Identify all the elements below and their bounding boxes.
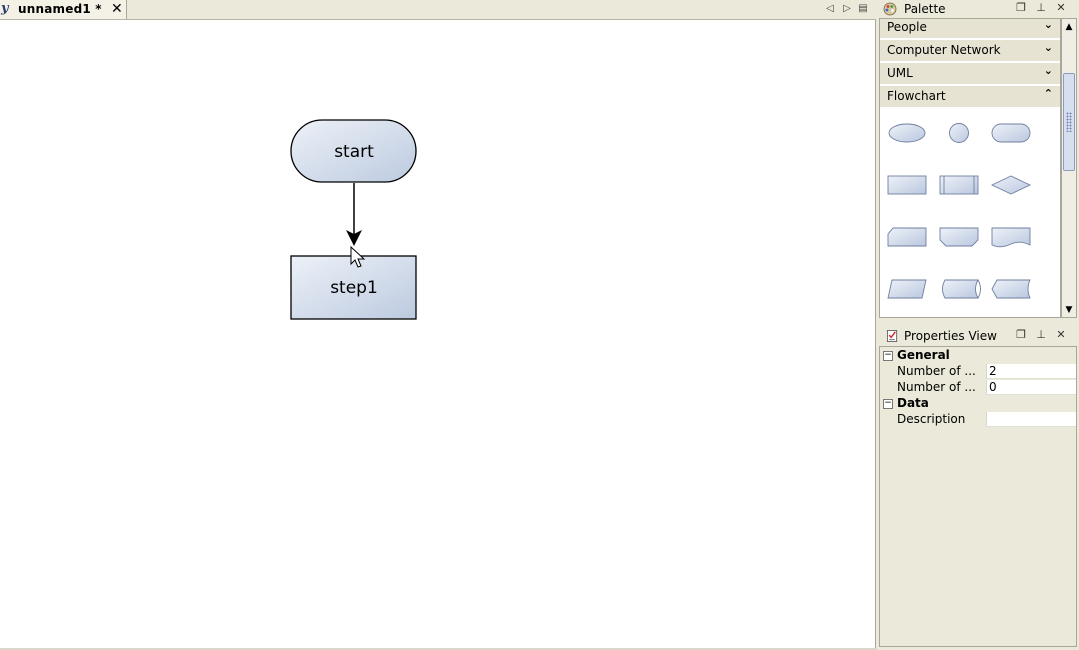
document-tab[interactable]: y unnamed1 * ✕: [0, 0, 127, 19]
properties-close-icon[interactable]: ✕: [1056, 328, 1066, 341]
palette-restore-icon[interactable]: ❐: [1016, 1, 1026, 14]
category-label: Flowchart: [887, 89, 946, 103]
mouse-cursor-icon: [350, 245, 366, 268]
diagram-canvas[interactable]: start step1: [0, 20, 876, 648]
close-tab-icon[interactable]: ✕: [111, 1, 123, 17]
property-row: Number of ... 2: [880, 364, 1076, 380]
palette-scrollbar[interactable]: ▲ ▼: [1061, 18, 1077, 318]
property-group-data: − Data: [880, 396, 1076, 412]
shape-ellipse[interactable]: [888, 123, 926, 143]
properties-title: Properties View: [904, 329, 997, 343]
group-label: General: [897, 348, 950, 362]
palette-category-computer-network[interactable]: Computer Network ⌄: [880, 40, 1060, 62]
shape-data[interactable]: [887, 279, 927, 299]
palette-header: Palette ❐ ⊥ ✕: [879, 0, 1077, 19]
node-start-label: start: [334, 142, 374, 162]
shape-card[interactable]: [887, 227, 927, 247]
expand-chevron-icon: ⌄: [1043, 18, 1053, 31]
properties-panel: Properties View ❐ ⊥ ✕ − General Number o…: [879, 327, 1079, 648]
collapse-group-icon[interactable]: −: [883, 350, 893, 361]
group-label: Data: [897, 396, 929, 410]
collapse-group-icon[interactable]: −: [883, 398, 893, 409]
flowchart-shapes-grid: [887, 123, 1032, 299]
shape-display[interactable]: [991, 279, 1031, 299]
property-name: Number of ...: [897, 364, 976, 378]
expand-chevron-icon: ⌄: [1043, 41, 1053, 54]
property-group-general: − General: [880, 348, 1076, 364]
palette-title: Palette: [904, 2, 946, 16]
shape-stored-data[interactable]: [942, 279, 981, 299]
node-step1[interactable]: step1: [290, 255, 417, 320]
palette-icon: [883, 2, 897, 16]
category-label: UML: [887, 66, 913, 80]
tab-scroll-right-icon[interactable]: ▷: [843, 3, 851, 14]
palette-close-icon[interactable]: ✕: [1056, 1, 1066, 14]
shape-circle[interactable]: [949, 123, 969, 143]
shape-predefined-process[interactable]: [939, 175, 979, 195]
properties-restore-icon[interactable]: ❐: [1016, 328, 1026, 341]
edge-arrowhead: [346, 230, 362, 246]
editor-bottom-border: [0, 648, 877, 650]
palette-category-uml[interactable]: UML ⌄: [880, 63, 1060, 85]
expand-chevron-icon: ⌄: [1043, 64, 1053, 77]
scrollbar-thumb[interactable]: [1063, 73, 1075, 171]
property-value[interactable]: 2: [986, 364, 1076, 379]
palette-pin-icon[interactable]: ⊥: [1036, 1, 1046, 14]
palette-panel: Palette ❐ ⊥ ✕ People ⌄ Computer Network …: [879, 0, 1079, 320]
palette-category-people[interactable]: People ⌄: [880, 18, 1060, 39]
editor-tab-bar: y unnamed1 * ✕ ◁ ▷ ▤: [0, 0, 876, 20]
category-label: Computer Network: [887, 43, 1001, 57]
properties-table: − General Number of ... 2 Number of ... …: [879, 346, 1077, 647]
palette-category-flowchart[interactable]: Flowchart ⌃: [880, 86, 1060, 108]
diagram-svg: start step1: [290, 119, 417, 320]
tab-list-menu-icon[interactable]: ▤: [858, 3, 868, 14]
scroll-up-icon[interactable]: ▲: [1065, 22, 1073, 32]
property-row: Number of ... 0: [880, 380, 1076, 396]
tab-scroll-left-icon[interactable]: ◁: [826, 3, 834, 14]
properties-pin-icon[interactable]: ⊥: [1036, 328, 1046, 341]
shape-process[interactable]: [887, 175, 927, 195]
shape-loop-limit[interactable]: [939, 227, 979, 247]
property-name: Number of ...: [897, 380, 976, 394]
scroll-down-icon[interactable]: ▼: [1065, 305, 1073, 315]
property-row: Description: [880, 412, 1076, 428]
category-label: People: [887, 20, 927, 34]
shape-document[interactable]: [991, 227, 1031, 248]
node-start[interactable]: start: [290, 119, 417, 183]
property-value[interactable]: 0: [986, 380, 1076, 395]
properties-icon: [886, 330, 898, 342]
shape-decision[interactable]: [990, 175, 1032, 195]
properties-header: Properties View ❐ ⊥ ✕: [879, 327, 1077, 347]
node-step1-label: step1: [330, 278, 378, 298]
property-name: Description: [897, 412, 966, 426]
document-tab-title[interactable]: unnamed1 *: [18, 2, 102, 16]
shape-terminator[interactable]: [991, 123, 1031, 143]
palette-body: People ⌄ Computer Network ⌄ UML ⌄ Flowch…: [879, 18, 1061, 318]
collapse-chevron-icon: ⌃: [1043, 87, 1053, 100]
yed-app-icon: y: [1, 1, 9, 16]
description-value-field[interactable]: [986, 412, 1076, 427]
